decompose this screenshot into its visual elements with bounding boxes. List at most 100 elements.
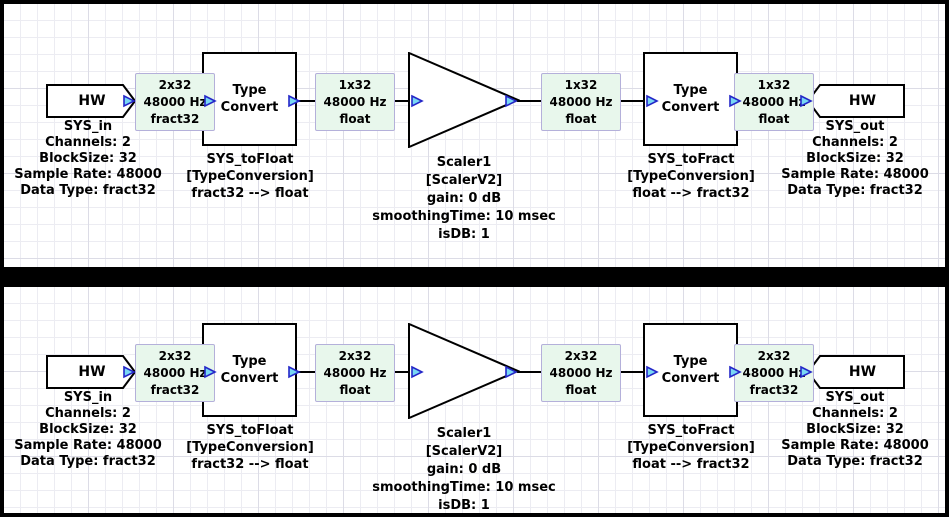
wire-label-line: float [758,112,790,126]
wire-label[interactable]: 2x32 48000 Hz fract32 [734,344,814,402]
caption-line: Data Type: fract32 [20,454,156,469]
scaler-caption: Scaler1 [ScalerV2] gain: 0 dB smoothingT… [354,154,574,244]
type-convert-1-caption: SYS_toFloat [TypeConversion] fract32 -->… [160,151,340,202]
wire-label-line: 1x32 [757,78,791,92]
caption-line: Channels: 2 [45,135,131,150]
hw-input-shape-icon[interactable] [46,355,136,389]
hw-input-block[interactable]: HW [78,93,106,109]
caption-line: Sample Rate: 48000 [14,167,162,182]
output-pin-icon[interactable] [287,94,301,108]
wire-label-line: float [565,383,597,397]
caption-line: float --> fract32 [632,186,750,201]
block-title: Type Convert [661,354,720,386]
caption-line: gain: 0 dB [426,191,502,206]
hw-output-block[interactable]: HW [848,364,877,380]
wire-label-line: float [339,383,371,397]
caption-line: Channels: 2 [812,406,898,421]
wire[interactable] [297,371,317,373]
type-convert-block-2[interactable]: Type Convert [643,323,738,417]
wire[interactable] [619,100,645,102]
input-pin-icon[interactable] [203,94,217,108]
wire-label-line: 48000 Hz [143,366,207,380]
wire-label[interactable]: 2x32 48000 Hz float [315,344,395,402]
wire[interactable] [297,100,317,102]
input-pin-icon[interactable] [410,365,424,379]
input-pin-icon[interactable] [645,365,659,379]
type-convert-2-caption: SYS_toFract [TypeConversion] float --> f… [601,151,781,202]
output-pin-icon[interactable] [504,94,518,108]
caption-line: SYS_toFloat [206,423,294,438]
input-pin-icon[interactable] [203,365,217,379]
input-pin-icon[interactable] [645,94,659,108]
caption-line: isDB: 1 [438,498,490,513]
scaler-caption: Scaler1 [ScalerV2] gain: 0 dB smoothingT… [354,425,574,513]
caption-line: fract32 --> float [191,186,309,201]
block-title: Type Convert [220,83,279,115]
wire-label-line: 1x32 [564,78,598,92]
caption-line: BlockSize: 32 [806,151,904,166]
wire-label[interactable]: 1x32 48000 Hz float [315,73,395,131]
wire-label[interactable]: 1x32 48000 Hz float [734,73,814,131]
input-pin-icon[interactable] [799,365,813,379]
caption-line: [ScalerV2] [425,173,503,188]
hw-output-caption: SYS_out Channels: 2 BlockSize: 32 Sample… [765,390,945,470]
wire-label-line: float [339,112,371,126]
wire-label-line: 48000 Hz [323,366,387,380]
caption-line: Scaler1 [436,426,492,441]
output-pin-icon[interactable] [122,365,136,379]
caption-line: fract32 --> float [191,457,309,472]
caption-line: float --> fract32 [632,457,750,472]
caption-line: Sample Rate: 48000 [781,167,929,182]
caption-line: BlockSize: 32 [806,422,904,437]
diagram-scene-bottom: HW SYS_in Channels: 2 BlockSize: 32 Samp… [4,287,945,513]
scaler-block[interactable] [408,323,520,419]
wire-label-line: fract32 [749,383,799,397]
wire-label-line: 48000 Hz [742,95,806,109]
input-pin-icon[interactable] [799,94,813,108]
block-title: Type Convert [661,83,720,115]
canvas-panel-top[interactable]: HW SYS_in Channels: 2 BlockSize: 32 Samp… [4,4,945,267]
wire-label-line: 2x32 [158,349,192,363]
wire-label-line: 2x32 [564,349,598,363]
output-pin-icon[interactable] [728,365,742,379]
caption-line: smoothingTime: 10 msec [372,480,556,495]
wire[interactable] [517,371,543,373]
caption-line: SYS_in [63,390,113,405]
hw-output-caption: SYS_out Channels: 2 BlockSize: 32 Sample… [765,119,945,199]
hw-input-shape-icon[interactable] [46,84,136,118]
input-pin-icon[interactable] [410,94,424,108]
wire[interactable] [393,100,411,102]
caption-line: gain: 0 dB [426,462,502,477]
caption-line: isDB: 1 [438,227,490,242]
output-pin-icon[interactable] [504,365,518,379]
caption-line: Channels: 2 [812,135,898,150]
wire-label-line: 2x32 [158,78,192,92]
caption-line: SYS_out [825,390,885,405]
wire[interactable] [517,100,543,102]
wire-label[interactable]: 2x32 48000 Hz float [541,344,621,402]
wire-label-line: 48000 Hz [549,366,613,380]
output-pin-icon[interactable] [728,94,742,108]
wire-label-line: 48000 Hz [323,95,387,109]
wire-label-line: float [565,112,597,126]
wire-label-line: 48000 Hz [742,366,806,380]
type-convert-block-2[interactable]: Type Convert [643,52,738,146]
scaler-block[interactable] [408,52,520,148]
wire[interactable] [619,371,645,373]
hw-input-block[interactable]: HW [78,364,106,380]
wire-label[interactable]: 2x32 48000 Hz fract32 [135,344,215,402]
caption-line: BlockSize: 32 [39,151,137,166]
wire-label[interactable]: 2x32 48000 Hz fract32 [135,73,215,131]
wire-label-line: fract32 [150,112,200,126]
caption-line: SYS_in [63,119,113,134]
caption-line: SYS_toFract [647,423,735,438]
wire[interactable] [393,371,411,373]
wire-label[interactable]: 1x32 48000 Hz float [541,73,621,131]
hw-output-block[interactable]: HW [848,93,877,109]
caption-line: [TypeConversion] [186,169,314,184]
caption-line: Channels: 2 [45,406,131,421]
canvas-panel-bottom[interactable]: HW SYS_in Channels: 2 BlockSize: 32 Samp… [4,287,945,513]
type-convert-block-1[interactable]: Type Convert [202,52,297,146]
output-pin-icon[interactable] [122,94,136,108]
output-pin-icon[interactable] [287,365,301,379]
